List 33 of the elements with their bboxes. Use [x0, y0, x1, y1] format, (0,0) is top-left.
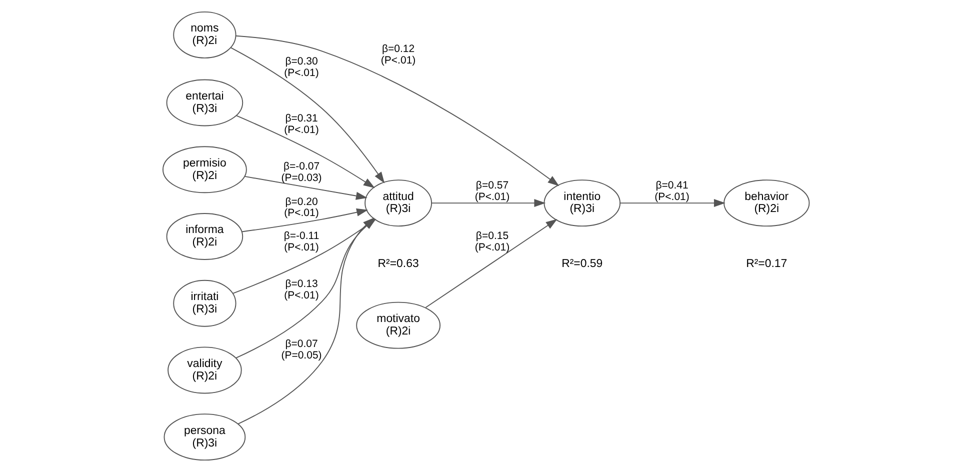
arrow: [620, 199, 726, 208]
node-label: R²=0.63: [378, 258, 419, 270]
edge-label: β=0.41 (P<.01): [654, 180, 690, 203]
edge-label: β=0.13 (P<.01): [284, 278, 319, 302]
arrow: [431, 199, 546, 208]
node-label: R²=0.59: [562, 258, 603, 270]
edge-label: β=0.31 (P<.01): [284, 112, 319, 136]
node-ellipse: entertai (R)3i: [166, 79, 244, 126]
edge-label: β=0.20 (P<.01): [284, 196, 319, 220]
node-ellipse: informa (R)2i: [166, 213, 244, 260]
arrow: [235, 35, 560, 186]
edge-label: β=-0.07 (P=0.03): [281, 160, 322, 184]
arrow: [244, 176, 368, 200]
node-ellipse: irritati (R)3i: [173, 280, 236, 327]
edge-label: β=0.30 (P<.01): [284, 55, 319, 79]
edge-label: β=0.15 (P<.01): [474, 230, 510, 254]
arrow: [236, 115, 375, 188]
edge-label: β=-0.11 (P<.01): [284, 230, 320, 254]
node-ellipse: validity (R)2i: [168, 346, 242, 394]
arrow: [425, 219, 558, 308]
node-ellipse: attitud (R)3i: [364, 180, 432, 227]
node-ellipse: noms (R)2i: [173, 11, 236, 58]
node-ellipse: intentio (R)3i: [544, 180, 621, 227]
node-ellipse: motivato (R)2i: [356, 302, 440, 349]
node-ellipse: persona (R)3i: [164, 414, 246, 461]
node-ellipse: permisio (R)2i: [162, 146, 247, 194]
arrow: [230, 47, 385, 184]
node-label: R²=0.17: [746, 258, 788, 270]
edge-label: β=0.07 (P=0.05): [281, 338, 322, 362]
arrow: [241, 208, 368, 232]
edge-label: β=0.12 (P<.01): [380, 42, 416, 66]
node-ellipse: behavior (R)2i: [724, 180, 810, 227]
edge-label: β=0.57 (P<.01): [474, 180, 510, 203]
